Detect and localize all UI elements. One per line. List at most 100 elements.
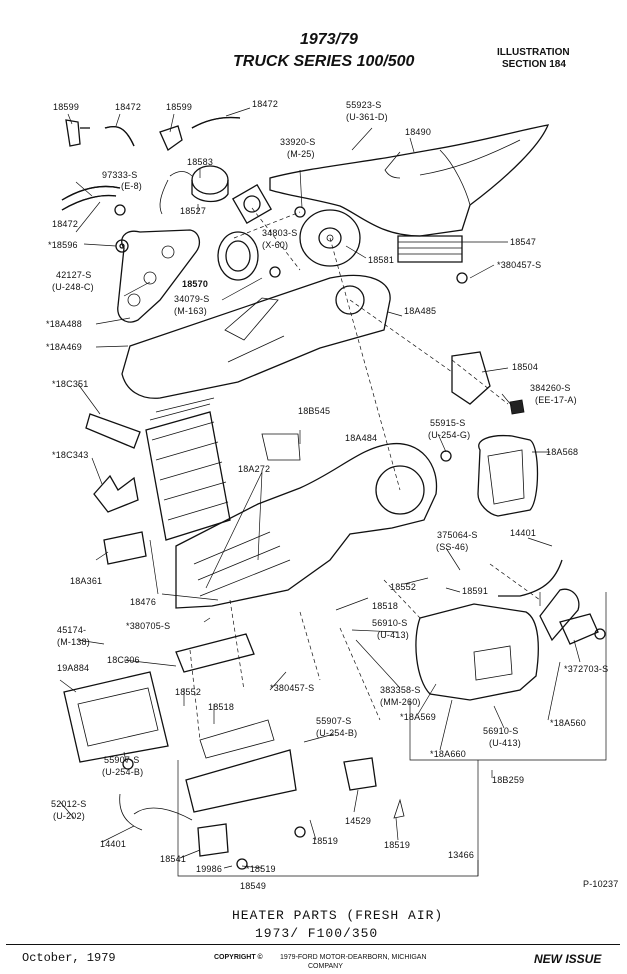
part-label: 18541 [160, 854, 187, 864]
part-label: (U-254-G) [428, 430, 471, 440]
part-label: 18A568 [546, 447, 579, 457]
part-label: 18519 [312, 836, 339, 846]
part-label: *380457-S [270, 683, 315, 693]
part-label: *380705-S [126, 621, 171, 631]
part-label: 33920-S [280, 137, 316, 147]
footer-status: NEW ISSUE [534, 952, 602, 966]
part-label: 14529 [345, 816, 372, 826]
part-label: (M-138) [57, 637, 90, 647]
defroster-duct [415, 559, 606, 701]
part-label: *18A569 [400, 712, 436, 722]
part-label: 19986 [196, 864, 223, 874]
part-label: 18581 [368, 255, 395, 265]
title-series: TRUCK SERIES 100/500 [233, 53, 415, 70]
part-label: 18552 [390, 582, 417, 592]
part-label: 55915-S [430, 418, 466, 428]
part-label: 42127-S [56, 270, 92, 280]
part-label: *18C351 [52, 379, 89, 389]
part-label: (U-413) [489, 738, 521, 748]
part-label: 18A484 [345, 433, 378, 443]
part-label: *18596 [48, 240, 78, 250]
part-label: 18472 [52, 219, 79, 229]
footer-copyright-prefix: COPYRIGHT © [214, 954, 263, 961]
part-label: 18490 [405, 127, 432, 137]
part-label: 18599 [166, 102, 193, 112]
part-label: 97333-S [102, 170, 138, 180]
part-label: 13466 [448, 850, 475, 860]
part-label: 18518 [372, 601, 399, 611]
part-label: (U-248-C) [52, 282, 94, 292]
part-label: 18570 [182, 279, 209, 289]
footer-copyright: 1979-FORD MOTOR-DEARBORN, MICHIGAN [280, 954, 427, 961]
figure-number: P-10237 [583, 879, 619, 889]
part-label: (U-202) [53, 811, 85, 821]
part-label: *18A560 [550, 718, 586, 728]
part-label: 18518 [208, 702, 235, 712]
hose-fittings [61, 116, 241, 253]
bracket-lines [177, 592, 607, 877]
blower-wheel [217, 209, 361, 281]
part-label: 18476 [130, 597, 157, 607]
part-label: *18A660 [430, 749, 466, 759]
part-label: 56910-S [483, 726, 519, 736]
part-label: 18549 [240, 881, 267, 891]
caption-models: 1973/ F100/350 [255, 926, 379, 941]
footer-company: COMPANY [308, 963, 343, 970]
part-label: *18A469 [46, 342, 82, 352]
part-label: 18519 [384, 840, 411, 850]
part-label: 18472 [115, 102, 142, 112]
part-label: 383358-S [380, 685, 421, 695]
part-label: 18472 [252, 99, 279, 109]
part-label: 18A272 [238, 464, 271, 474]
footer-date: October, 1979 [22, 951, 116, 965]
part-label: (U-361-D) [346, 112, 388, 122]
leader-lines [59, 107, 581, 869]
part-label: 18547 [510, 237, 537, 247]
part-label: (SS-46) [436, 542, 469, 552]
part-label: 34803-S [262, 228, 298, 238]
vent-housing [451, 351, 539, 517]
part-label: 18552 [175, 687, 202, 697]
part-label: 56910-S [372, 618, 408, 628]
part-label: *18519 [246, 864, 276, 874]
heater-gasket [121, 274, 391, 399]
part-label: (U-254-B) [102, 767, 144, 777]
part-label: 375064-S [437, 530, 478, 540]
heater-plenum [175, 433, 452, 609]
part-label: 18A485 [404, 306, 437, 316]
part-label: (MM-260) [380, 697, 421, 707]
part-label: 34079-S [174, 294, 210, 304]
part-label: (E-8) [121, 181, 142, 191]
part-label: 14401 [510, 528, 537, 538]
part-label: 14401 [100, 839, 127, 849]
control-assembly [63, 633, 405, 870]
part-label: (U-413) [377, 630, 409, 640]
part-label: 18504 [512, 362, 539, 372]
heater-core [85, 397, 231, 565]
part-label: 18B545 [298, 406, 331, 416]
part-label: (M-25) [287, 149, 315, 159]
part-label: 18583 [187, 157, 214, 167]
blower-motor [159, 165, 306, 225]
mounting-plate [117, 229, 201, 323]
part-label: 55907-S [104, 755, 140, 765]
assembly-lines [189, 207, 541, 741]
part-label: 18599 [53, 102, 80, 112]
part-label: 18591 [462, 586, 489, 596]
part-label: 19A884 [57, 663, 90, 673]
part-label: *380457-S [497, 260, 542, 270]
part-label: *18C343 [52, 450, 89, 460]
part-label: (EE-17-A) [535, 395, 577, 405]
title-years: 1973/79 [300, 31, 358, 48]
part-label: (M-163) [174, 306, 207, 316]
part-label: 52012-S [51, 799, 87, 809]
footer-rule [6, 944, 620, 945]
part-label: 18B259 [492, 775, 525, 785]
caption-title: HEATER PARTS (FRESH AIR) [232, 908, 444, 923]
part-label: 384260-S [530, 383, 571, 393]
part-label: (X-60) [262, 240, 289, 250]
air-scoop [269, 124, 550, 284]
part-label: 55923-S [346, 100, 382, 110]
part-label: (U-254-B) [316, 728, 358, 738]
